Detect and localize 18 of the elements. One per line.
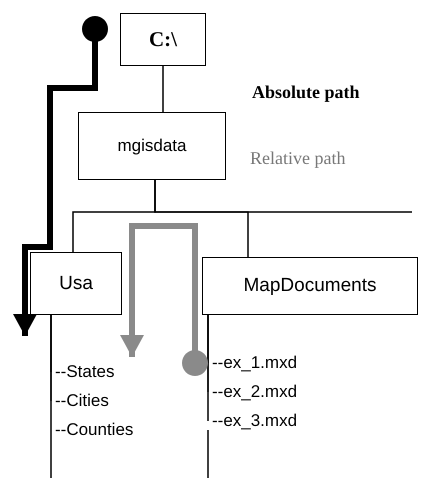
file-name: --ex_3.mxd xyxy=(208,409,312,433)
folder-box: Usa xyxy=(30,252,122,315)
path-arrow xyxy=(13,16,108,336)
file-name: --ex_2.mxd xyxy=(208,380,312,404)
folder-box: C:\ xyxy=(120,13,206,66)
path-type-label: Relative path xyxy=(250,148,346,169)
file-name: --States xyxy=(51,360,145,384)
tree-line xyxy=(162,66,164,112)
file-name: --Cities xyxy=(51,389,145,413)
tree-line xyxy=(154,180,412,213)
folder-box: MapDocuments xyxy=(202,257,418,315)
path-arrow xyxy=(120,223,208,376)
tree-line xyxy=(207,315,209,422)
path-type-label: Absolute path xyxy=(252,82,360,103)
folder-box: mgisdata xyxy=(78,112,226,180)
file-name: --ex_1.mxd xyxy=(208,351,312,375)
tree-line xyxy=(50,315,52,431)
file-name: --Counties xyxy=(51,418,155,442)
